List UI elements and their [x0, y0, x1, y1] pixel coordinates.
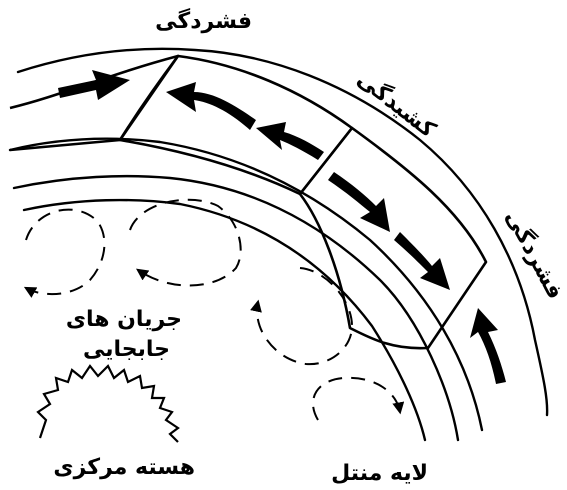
- label-convection-line2: جابجایی: [83, 337, 170, 362]
- arrow-tension-left1-icon: [166, 82, 256, 130]
- label-compression-right: فشردگی: [500, 205, 567, 303]
- arrow-tension-right2-icon: [394, 232, 450, 290]
- convection-cell-3: [257, 268, 352, 364]
- plate-boundary-lower: [10, 139, 482, 430]
- core-outline: [38, 366, 178, 442]
- convection-cell-1: [26, 210, 104, 295]
- label-tension: کشیدگی: [352, 65, 441, 143]
- label-convection-line1: جریان های: [66, 307, 182, 332]
- convection-cell-2: [130, 200, 241, 286]
- label-core: هسته مرکزی: [53, 455, 195, 480]
- plate-left: [10, 56, 178, 150]
- label-compression-top: فشردگی: [155, 7, 252, 34]
- earth-layers: [10, 49, 547, 440]
- arrow-tension-left2-icon: [256, 122, 324, 160]
- arrow-compress-right-icon: [470, 308, 506, 384]
- label-mantle: لایه منتل: [331, 461, 428, 486]
- arrow-tension-right1-icon: [328, 172, 390, 232]
- convection-cell-4: [313, 378, 400, 420]
